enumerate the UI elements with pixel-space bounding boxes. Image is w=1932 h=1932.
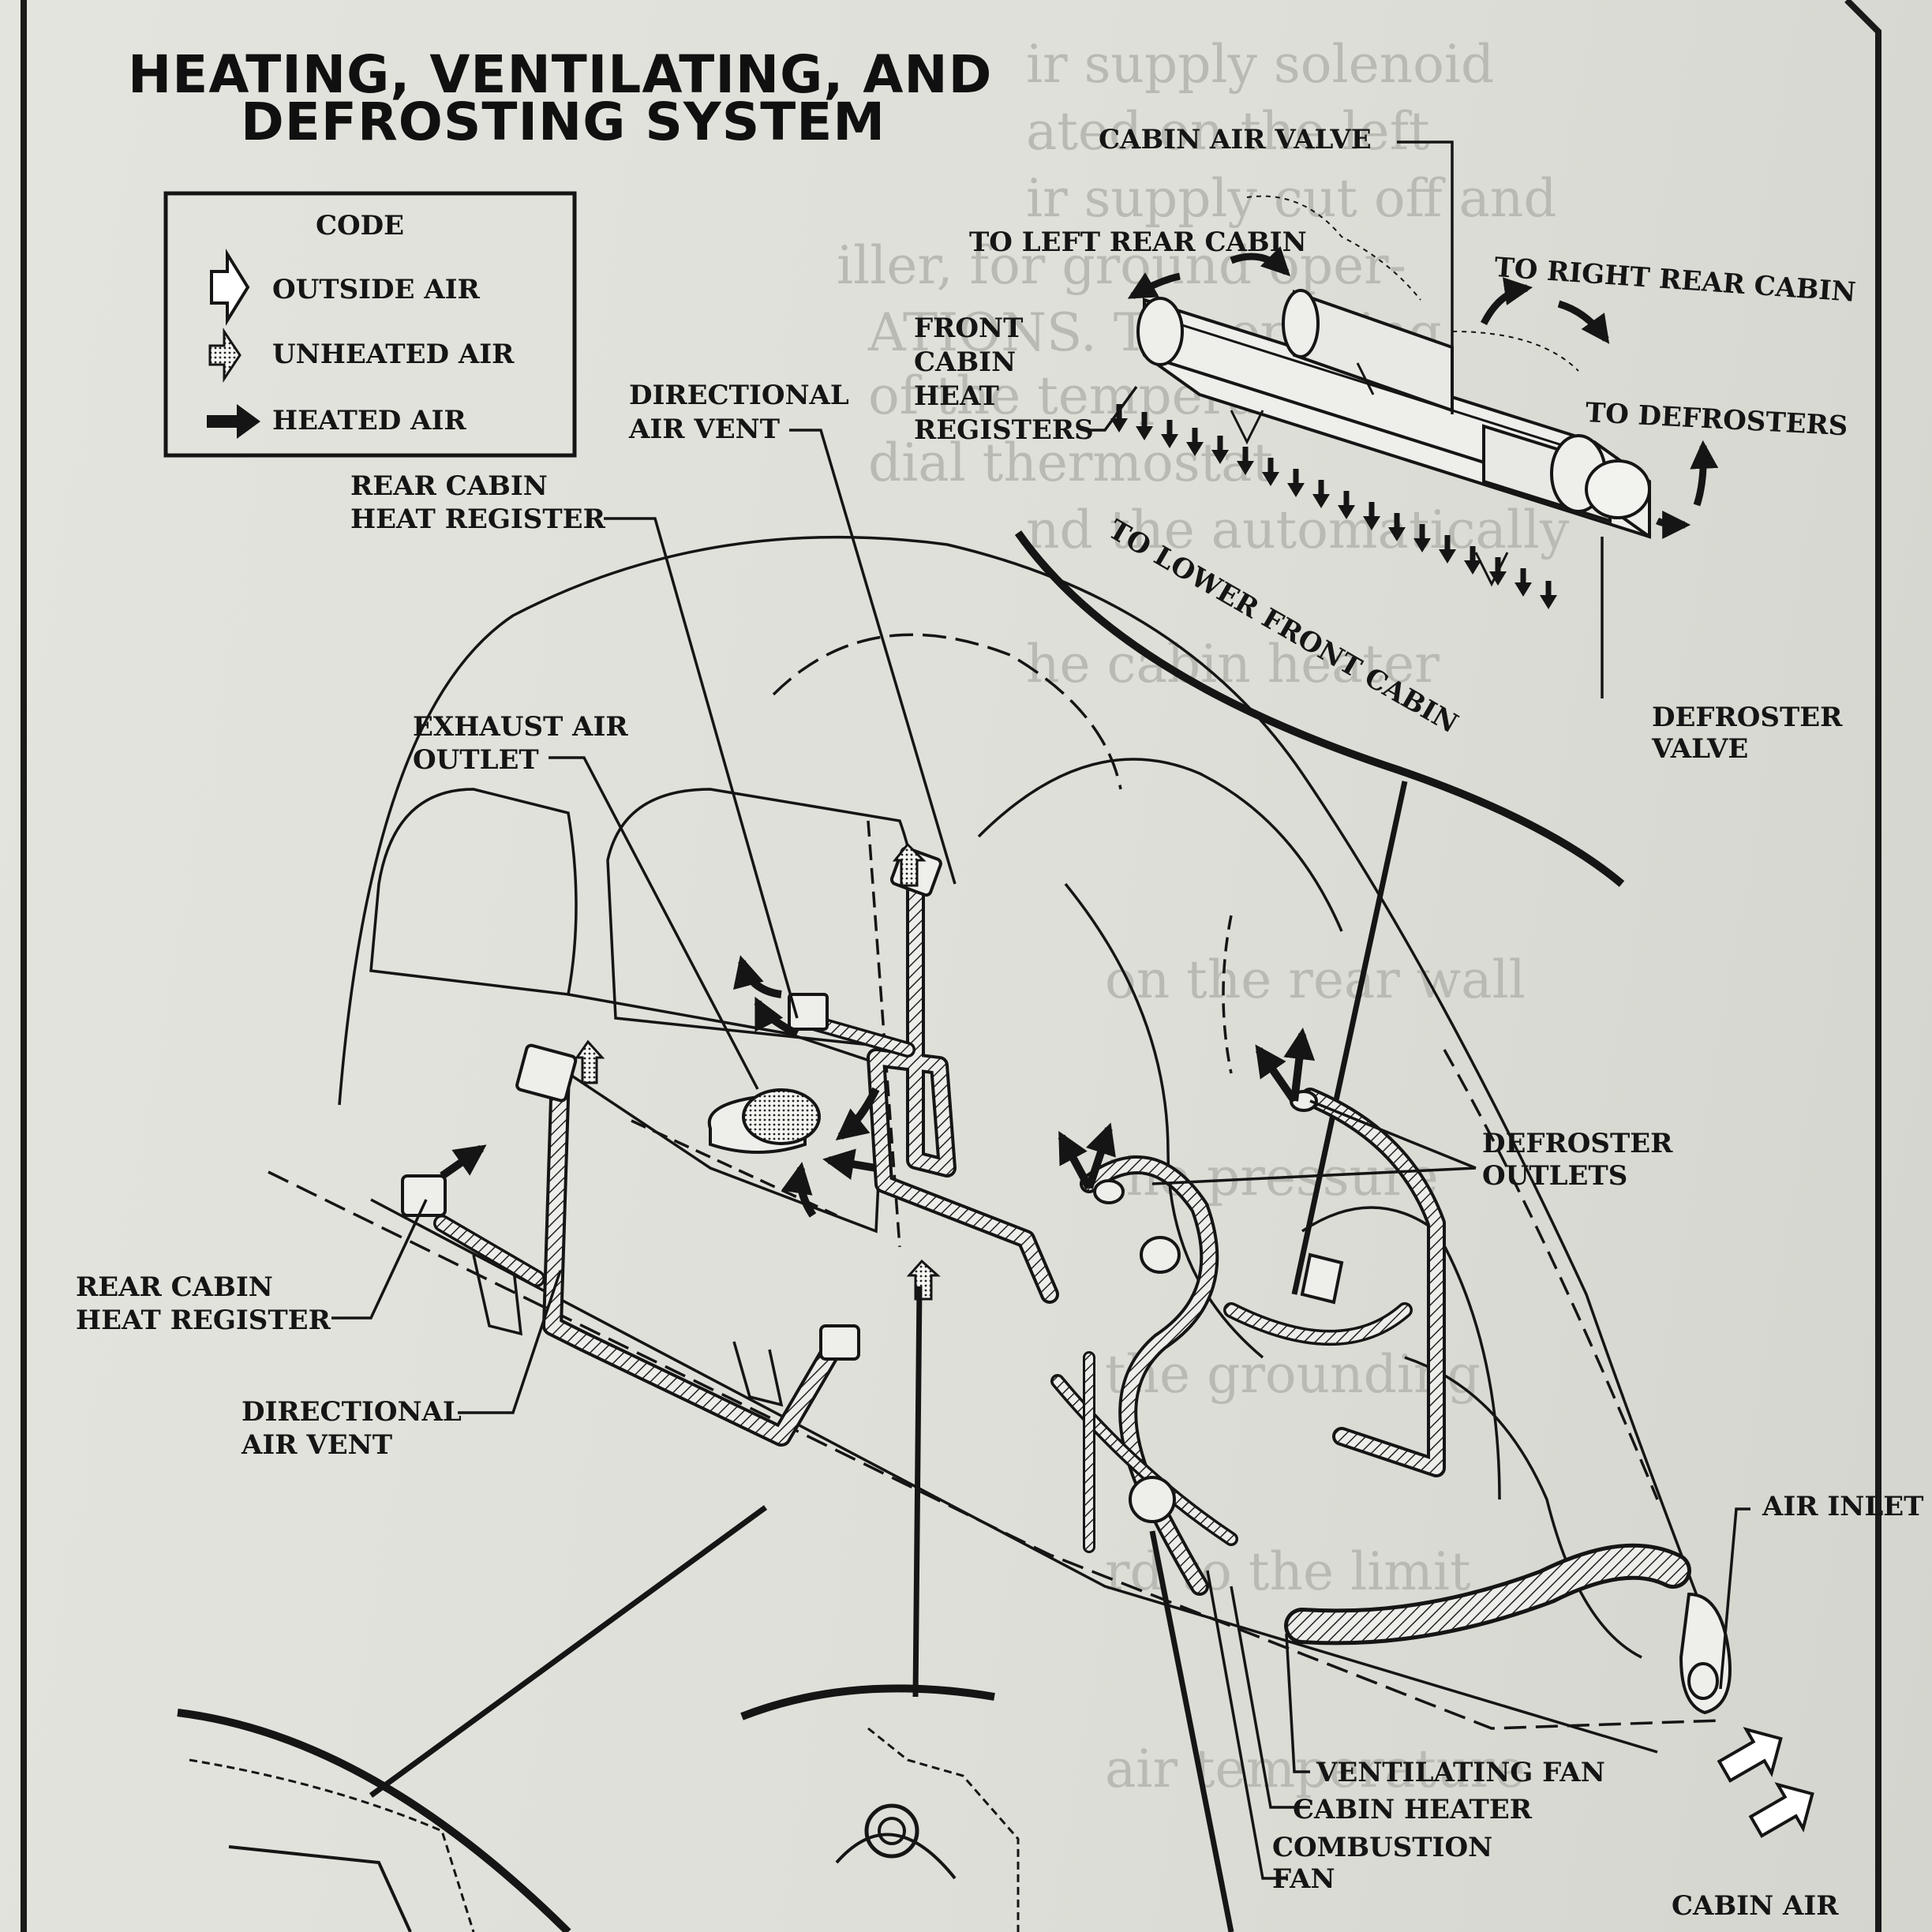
- label-air-inlet: AIR INLET: [1762, 1491, 1924, 1522]
- label-defroster-valve-2: VALVE: [1652, 733, 1749, 765]
- legend-heading: CODE: [316, 210, 405, 242]
- legend-item-outside-air: OUTSIDE AIR: [272, 274, 480, 305]
- exhaust-outlet-grille: [742, 1088, 821, 1145]
- label-combustion-fan-2: FAN: [1272, 1863, 1335, 1895]
- label-rear-cabin-heat-register-top-2: HEAT REGISTER: [350, 504, 605, 535]
- bottom-detail-illustrations: [177, 1286, 1234, 1932]
- label-directional-air-vent-bottom-2: AIR VENT: [242, 1429, 393, 1461]
- leader-lines: [331, 140, 1750, 1880]
- cabin-airflow-arrows: [440, 955, 1316, 1218]
- label-cabin-air-temperature: CABIN AIR: [1672, 1890, 1839, 1922]
- label-rear-cabin-heat-register-bottom-2: HEAT REGISTER: [76, 1305, 331, 1336]
- fuselage-outline: [268, 535, 1722, 1754]
- dotted-arrow-icon: [208, 328, 242, 383]
- label-exhaust-air-outlet-1: EXHAUST AIR: [413, 711, 628, 743]
- label-rear-cabin-heat-register-top-1: REAR CABIN: [350, 470, 548, 502]
- outside-air-inlet-arrows: [1717, 1727, 1814, 1838]
- label-defroster-valve-1: DEFROSTER: [1652, 702, 1843, 733]
- unheated-air-arrow: [575, 1039, 605, 1084]
- label-cabin-air-valve: CABIN AIR VALVE: [1099, 124, 1372, 155]
- label-defroster-outlets-2: OUTLETS: [1482, 1160, 1628, 1192]
- solid-arrow-icon: [207, 404, 260, 439]
- legend-box: [163, 191, 577, 458]
- diagram-title-line2: DEFROSTING SYSTEM: [241, 92, 886, 152]
- label-directional-air-vent-top-2: AIR VENT: [629, 414, 781, 445]
- label-directional-air-vent-top-1: DIRECTIONAL: [629, 380, 849, 411]
- label-exhaust-air-outlet-2: OUTLET: [413, 744, 539, 776]
- outline-arrow-icon: [210, 248, 250, 327]
- legend-item-heated-air: HEATED AIR: [272, 405, 466, 436]
- label-directional-air-vent-bottom-1: DIRECTIONAL: [242, 1396, 462, 1428]
- plenum-detail-illustration: [1136, 195, 1651, 587]
- detail-callout-bracket: [1014, 530, 1625, 887]
- label-cabin-heater: CABIN HEATER: [1293, 1794, 1533, 1825]
- components: [401, 846, 1732, 1715]
- label-rear-cabin-heat-register-bottom-1: REAR CABIN: [76, 1271, 273, 1303]
- unheated-air-arrow-2: [906, 1259, 941, 1301]
- label-to-left-rear-cabin: TO LEFT REAR CABIN: [969, 227, 1307, 258]
- legend-item-unheated-air: UNHEATED AIR: [272, 339, 515, 370]
- unheated-air-arrow-3: [892, 842, 927, 887]
- label-combustion-fan-1: COMBUSTION: [1272, 1832, 1493, 1863]
- label-defroster-outlets-1: DEFROSTER: [1482, 1128, 1673, 1159]
- plenum-airflow-arrows: [1127, 245, 1719, 539]
- label-front-cabin-heat-registers-1: FRONT: [914, 313, 1024, 344]
- page-border-right: [1844, 0, 1881, 1932]
- ducting: [433, 859, 1691, 1646]
- label-front-cabin-heat-registers-4: REGISTERS: [914, 414, 1094, 446]
- diagram-title-line1: HEATING, VENTILATING, AND: [128, 44, 993, 105]
- detail-callout-stem: [1291, 781, 1408, 1295]
- label-ventilating-fan: VENTILATING FAN: [1316, 1757, 1605, 1788]
- label-front-cabin-heat-registers-2: CABIN: [914, 346, 1017, 378]
- label-front-cabin-heat-registers-3: HEAT: [914, 380, 999, 412]
